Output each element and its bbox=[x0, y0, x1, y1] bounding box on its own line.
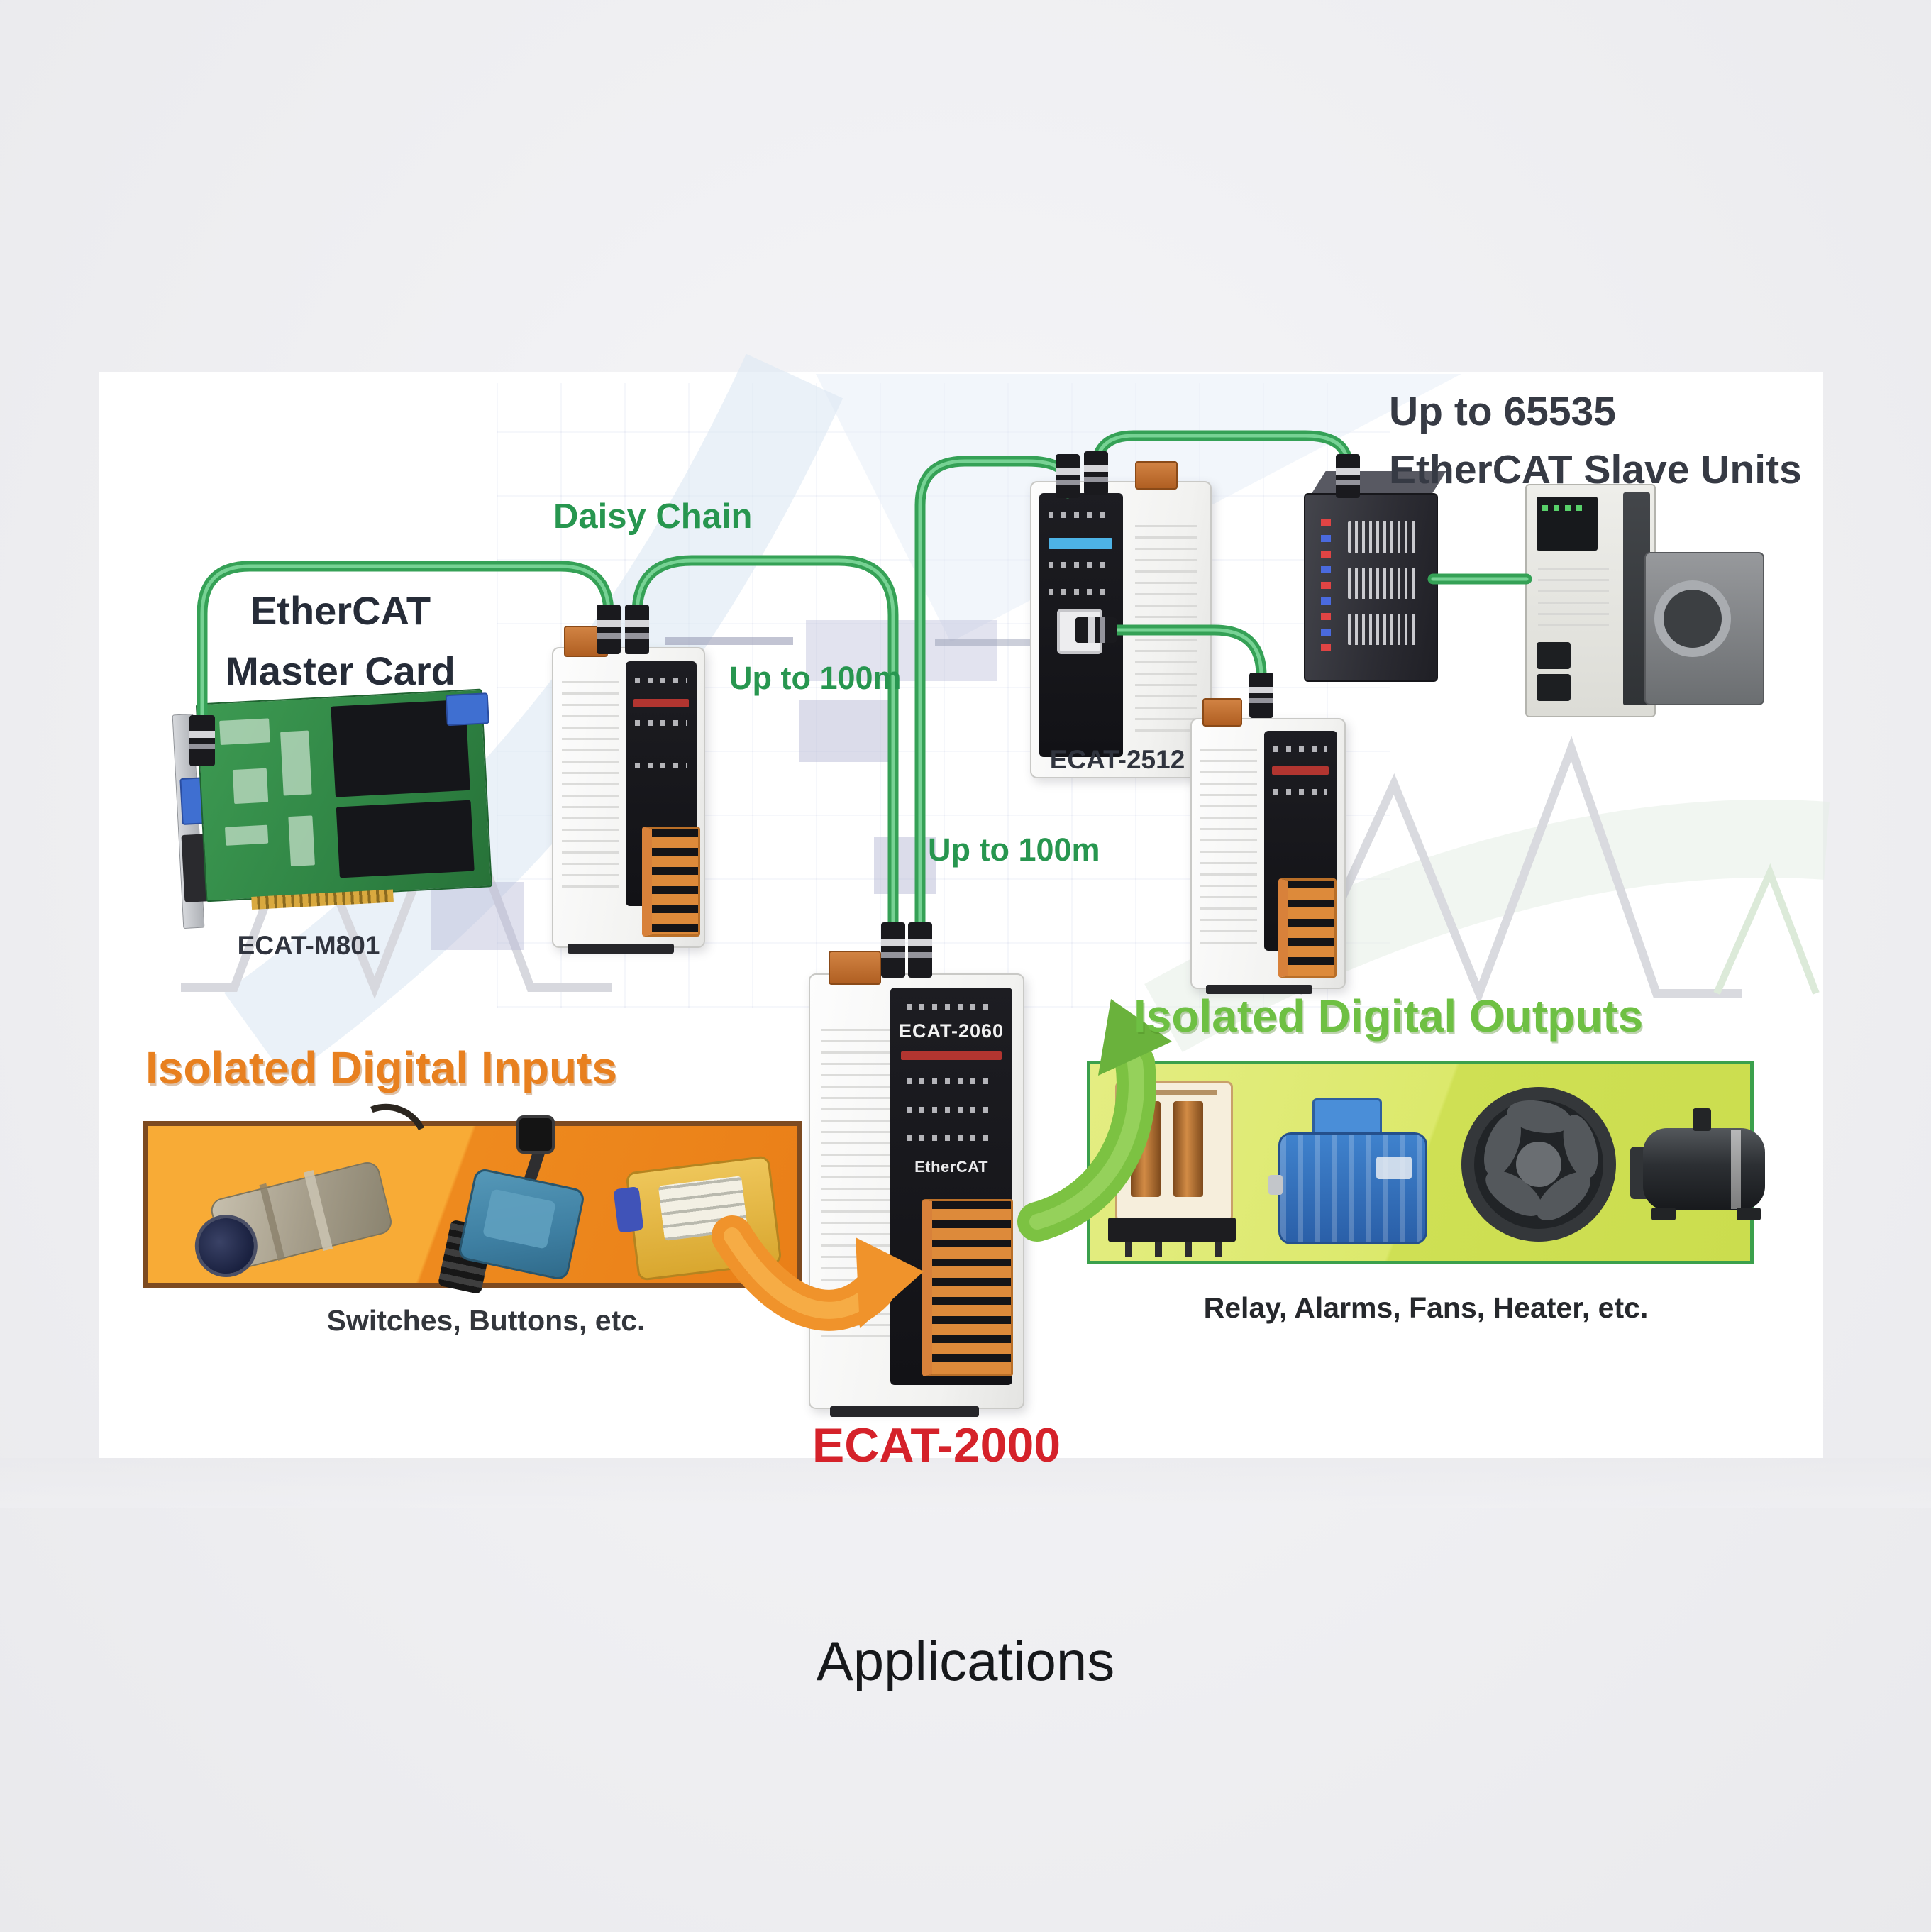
module-model-label: ECAT-2060 bbox=[898, 1020, 1005, 1042]
heater-motor bbox=[1630, 1098, 1776, 1237]
master-card-label: EtherCAT Master Card bbox=[181, 580, 500, 701]
drive-connector bbox=[1537, 642, 1571, 669]
ecat-m801-card bbox=[161, 678, 500, 944]
master-card-line2: Master Card bbox=[226, 648, 455, 694]
slave-units-label: Up to 65535 EtherCAT Slave Units bbox=[1389, 383, 1802, 499]
relay bbox=[1108, 1081, 1239, 1259]
server-leds bbox=[1321, 519, 1331, 651]
outputs-title: Isolated Digital Outputs bbox=[1134, 990, 1644, 1042]
heater-bolt bbox=[1693, 1108, 1711, 1131]
ethercat-logo: EtherCAT bbox=[914, 1158, 988, 1176]
motor-shaft bbox=[1268, 1175, 1283, 1195]
inputs-caption: Switches, Buttons, etc. bbox=[326, 1304, 646, 1337]
master-card-line1: EtherCAT bbox=[250, 588, 431, 633]
motor-label bbox=[1376, 1157, 1412, 1179]
sensor-label bbox=[658, 1176, 748, 1241]
drive-display bbox=[1542, 505, 1585, 511]
motor-face-plate bbox=[1654, 580, 1731, 657]
ecat-2000-label: ECAT-2000 bbox=[812, 1418, 1061, 1472]
electric-motor bbox=[1268, 1091, 1442, 1258]
switch-roller bbox=[516, 1115, 555, 1154]
drive-connector bbox=[1537, 674, 1571, 701]
up-to-100m-label-b: Up to 100m bbox=[928, 832, 1100, 868]
background-band bbox=[0, 1458, 1931, 1508]
outputs-caption: Relay, Alarms, Fans, Heater, etc. bbox=[1203, 1291, 1649, 1324]
daisy-chain-label: Daisy Chain bbox=[553, 497, 753, 536]
limit-switch bbox=[424, 1115, 591, 1303]
module-port bbox=[1057, 609, 1102, 654]
slave-units-line1: Up to 65535 bbox=[1389, 389, 1616, 434]
module-lcd bbox=[1049, 538, 1112, 549]
page-title: Applications bbox=[816, 1630, 1115, 1692]
ecat-2512-caption: ECAT-2512 bbox=[1049, 745, 1185, 774]
inputs-title: Isolated Digital Inputs bbox=[145, 1042, 617, 1093]
ecat-m801-caption: ECAT-M801 bbox=[237, 931, 380, 960]
fan bbox=[1461, 1087, 1617, 1243]
heatsink bbox=[336, 800, 475, 878]
up-to-100m-label-a: Up to 100m bbox=[729, 660, 902, 696]
proximity-sensor-block bbox=[613, 1144, 793, 1282]
sensor-connector bbox=[613, 1186, 644, 1233]
slave-units-line2: EtherCAT Slave Units bbox=[1389, 446, 1802, 492]
